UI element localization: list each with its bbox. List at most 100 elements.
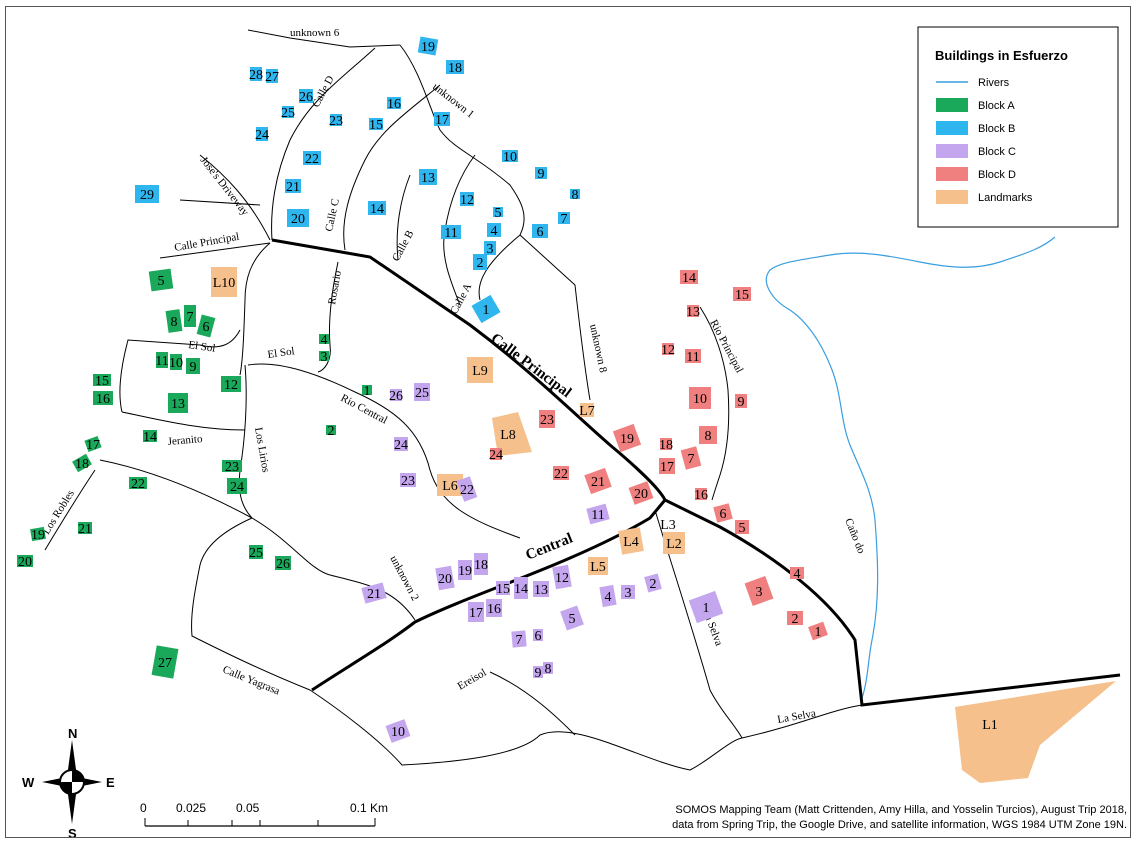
block-d-building-24: 24 bbox=[489, 448, 503, 463]
block-d-building-3: 3 bbox=[744, 575, 774, 607]
block-d-label: 23 bbox=[540, 413, 554, 428]
block-d-label: 7 bbox=[688, 452, 695, 467]
block-d-building-9: 9 bbox=[735, 394, 747, 410]
block-b-building-28: 28 bbox=[249, 67, 263, 83]
block-b-label: 4 bbox=[491, 224, 498, 239]
block-c-building-17: 17 bbox=[468, 602, 484, 622]
block-c-building-6: 6 bbox=[533, 629, 543, 644]
block-d-building-8: 8 bbox=[699, 426, 717, 444]
block-c-label: 26 bbox=[389, 389, 403, 404]
block-d-building-20: 20 bbox=[628, 481, 654, 505]
block-a-building-17: 17 bbox=[84, 435, 102, 453]
landmark-label: L6 bbox=[442, 479, 458, 494]
block-d-label: 17 bbox=[660, 460, 674, 475]
block-d-label: 15 bbox=[735, 288, 749, 303]
street-label-rosario: Rosario bbox=[326, 269, 344, 305]
block-b-label: 16 bbox=[387, 97, 401, 112]
block-a-label: 2 bbox=[328, 424, 335, 439]
block-d-label: 20 bbox=[634, 487, 648, 502]
legend-item-label: Rivers bbox=[978, 77, 1010, 89]
street-label-jeranito: Jeranito bbox=[167, 433, 203, 448]
block-b-building-9: 9 bbox=[535, 167, 547, 182]
block-a-label: 6 bbox=[203, 320, 210, 335]
landmark-label: L1 bbox=[982, 718, 998, 733]
scale-tick-0: 0 bbox=[140, 801, 147, 815]
river bbox=[765, 236, 1056, 699]
credits-line-2: data from Spring Trip, the Google Drive,… bbox=[672, 819, 1127, 831]
block-a-label: 20 bbox=[18, 555, 32, 570]
block-d-label: 24 bbox=[489, 448, 503, 463]
block-b-building-11: 11 bbox=[441, 225, 461, 241]
block-c-building-25: 25 bbox=[414, 383, 430, 401]
block-c-building-16: 16 bbox=[486, 599, 502, 617]
block-b-label: 13 bbox=[421, 171, 435, 186]
block-b-building-16: 16 bbox=[387, 97, 401, 112]
block-d-building-21: 21 bbox=[584, 467, 612, 495]
landmark-l7: L7 bbox=[579, 403, 595, 419]
block-a-label: 11 bbox=[155, 354, 168, 369]
street-label-joses-driveway: Jose's Driveway bbox=[198, 154, 252, 218]
block-b-building-19: 19 bbox=[417, 36, 439, 56]
block-d-building-2: 2 bbox=[787, 611, 803, 627]
block-a-label: 25 bbox=[249, 546, 263, 561]
block-c-building-9: 9 bbox=[533, 666, 543, 681]
block-c-label: 5 bbox=[569, 612, 576, 627]
block-b-label: 28 bbox=[249, 68, 263, 83]
landmark-l8: L8 bbox=[492, 412, 532, 456]
block-c-label: 18 bbox=[474, 558, 488, 573]
block-a-label: 5 bbox=[158, 274, 165, 289]
block-a-label: 10 bbox=[169, 356, 183, 371]
block-a-building-11: 11 bbox=[155, 352, 169, 369]
legend-item-label: Landmarks bbox=[978, 192, 1033, 204]
block-a-building-26: 26 bbox=[275, 556, 291, 572]
block-b-label: 10 bbox=[503, 150, 517, 165]
legend-item-landmarks: Landmarks bbox=[936, 190, 1033, 204]
block-d-label: 21 bbox=[591, 475, 605, 490]
block-b-label: 22 bbox=[305, 152, 319, 167]
block-b-building-24: 24 bbox=[255, 127, 269, 143]
block-a-label: 9 bbox=[190, 360, 197, 375]
block-c-building-26: 26 bbox=[389, 389, 403, 404]
street-label-calle-c: Calle C bbox=[323, 198, 342, 233]
street-label-unknown2: unknown 2 bbox=[387, 554, 421, 603]
block-b-building-10: 10 bbox=[502, 150, 518, 165]
block-a-building-2: 2 bbox=[326, 424, 336, 439]
block-c-label: 4 bbox=[605, 590, 612, 605]
block-a-label: 12 bbox=[224, 378, 238, 393]
block-c-label: 14 bbox=[514, 582, 528, 597]
landmark-l6: L6 bbox=[437, 474, 463, 496]
block-b-building-29: 29 bbox=[135, 185, 159, 203]
block-b-building-12: 12 bbox=[460, 192, 474, 208]
block-c-building-24: 24 bbox=[394, 437, 408, 453]
block-d-label: 3 bbox=[756, 585, 763, 600]
block-d-building-11: 11 bbox=[685, 349, 701, 365]
block-c-label: 9 bbox=[535, 666, 542, 681]
legend-item-block-d: Block D bbox=[936, 167, 1016, 181]
street-label-calle-b: Calle B bbox=[390, 228, 416, 263]
legend-title: Buildings in Esfuerzo bbox=[935, 48, 1068, 63]
street-label-el-sol-1: El Sol bbox=[188, 339, 217, 355]
block-b-label: 29 bbox=[140, 188, 154, 203]
block-a-building-27: 27 bbox=[151, 645, 179, 679]
block-a-label: 15 bbox=[95, 374, 109, 389]
block-a-building-8: 8 bbox=[165, 309, 183, 333]
block-d-label: 14 bbox=[682, 271, 696, 286]
block-a-building-13: 13 bbox=[168, 393, 188, 413]
block-d-label: 5 bbox=[739, 521, 746, 536]
street-label-calle-principal-west: Calle Principal bbox=[173, 231, 240, 254]
block-b-label: 19 bbox=[421, 40, 435, 55]
block-b-building-2: 2 bbox=[473, 254, 487, 271]
block-c-label: 3 bbox=[625, 586, 632, 601]
block-b-label: 3 bbox=[487, 242, 494, 257]
block-d-building-23: 23 bbox=[539, 410, 555, 428]
block-b-label: 18 bbox=[448, 61, 462, 76]
legend-item-rivers: Rivers bbox=[936, 77, 1010, 89]
block-c-building-10: 10 bbox=[385, 719, 411, 743]
block-a-building-10: 10 bbox=[169, 354, 183, 371]
block-a-label: 1 bbox=[364, 384, 371, 399]
block-c-building-22: 22 bbox=[456, 476, 478, 502]
block-a-label: 7 bbox=[187, 310, 194, 325]
block-b-label: 17 bbox=[435, 113, 449, 128]
